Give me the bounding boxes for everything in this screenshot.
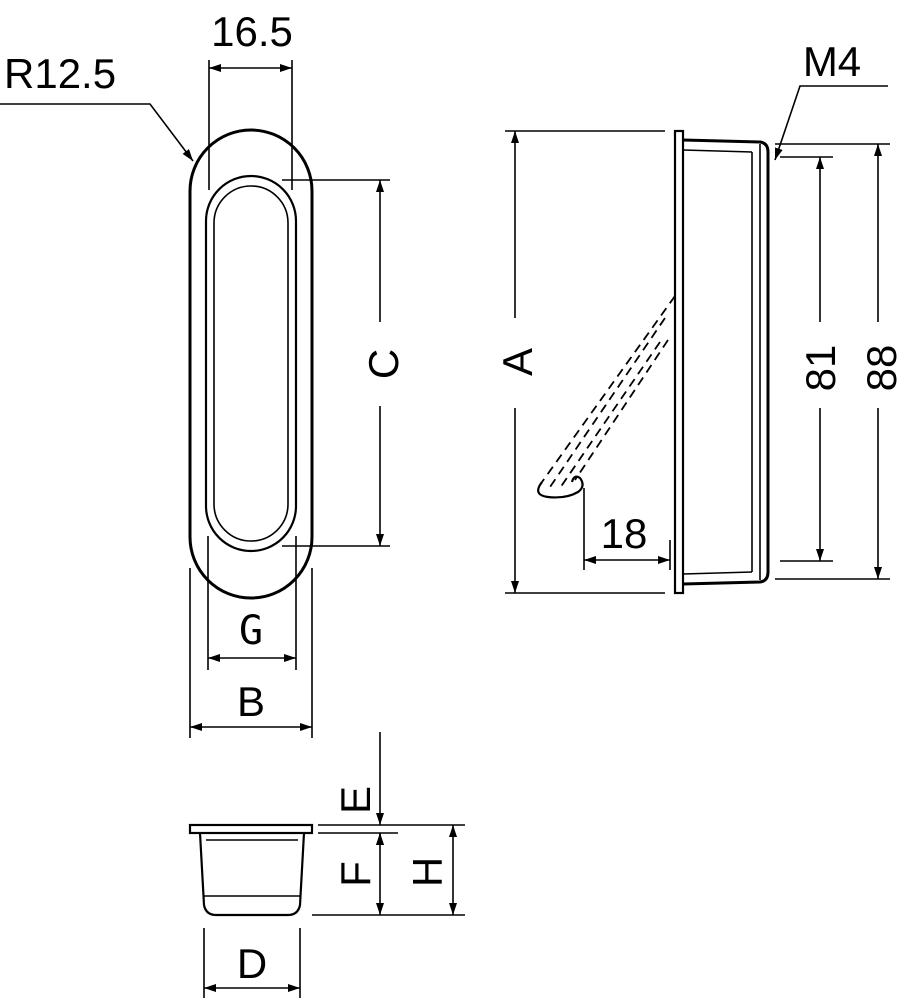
dim-b-label: B	[237, 678, 265, 725]
side-view: A M4 81 88 18	[494, 38, 905, 595]
radius-label: R12.5	[4, 50, 116, 97]
dim-f-label: F	[332, 861, 379, 887]
dim-e-label: E	[332, 786, 379, 814]
inner-recess-edge	[213, 185, 289, 542]
width-top-label: 16.5	[211, 8, 293, 55]
bottom-view: E F H D	[188, 732, 465, 998]
bottom-cup	[198, 832, 306, 917]
bottom-flange	[188, 823, 314, 835]
inner-recess-outline	[204, 174, 298, 553]
dim-81-label: 81	[797, 345, 844, 392]
dim-88-label: 88	[858, 345, 905, 392]
dim-18-label: 18	[601, 510, 648, 557]
thread-label: M4	[803, 38, 861, 85]
outer-flange-outline	[188, 128, 314, 600]
dim-a-label: A	[494, 348, 541, 376]
flange-plate	[673, 129, 685, 595]
front-view: 16.5 R12.5 C G B	[0, 8, 407, 738]
dim-d-label: D	[237, 940, 267, 987]
dim-c-label: C	[360, 349, 407, 379]
cup-body	[682, 138, 770, 586]
dim-g-label: G	[239, 608, 263, 654]
handle-open-position	[537, 295, 676, 499]
dim-h-label: H	[404, 857, 451, 887]
